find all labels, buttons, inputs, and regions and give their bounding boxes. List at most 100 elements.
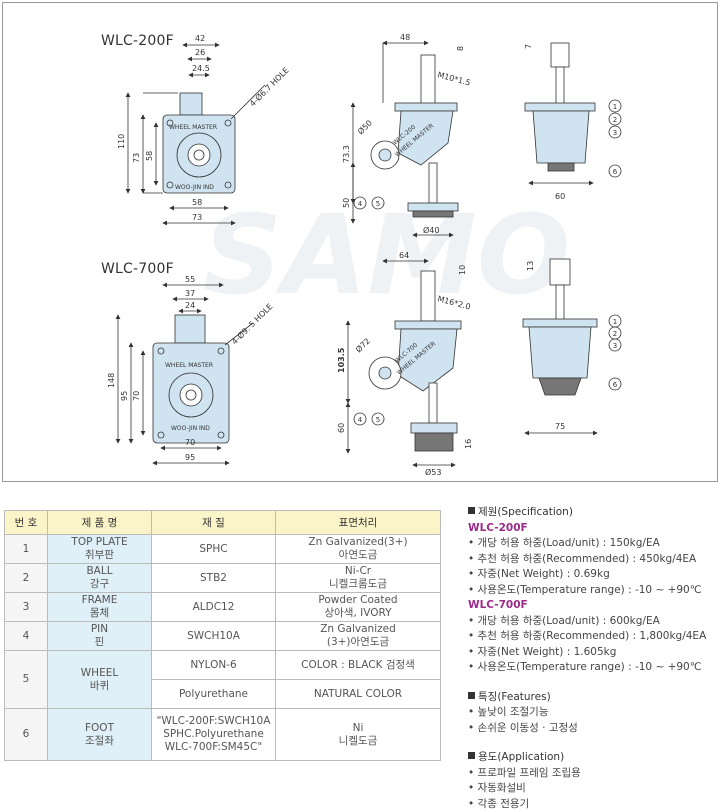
cell-no: 4 <box>5 622 48 651</box>
dim-hole-200: 4-Ø6.7 HOLE <box>247 65 290 108</box>
spec-panel: 제원(Specification) WLC-200F 개당 허용 하중(Load… <box>468 505 718 812</box>
callout-5: 5 <box>376 200 380 208</box>
dim-7: 7 <box>524 44 533 49</box>
list-item: 손쉬운 이동성 · 고정성 <box>468 721 718 737</box>
cell-material: NYLON-6 <box>152 651 276 680</box>
watermark: SAMO <box>203 191 570 319</box>
dim-148: 148 <box>107 373 116 388</box>
dim-50: 50 <box>342 198 351 208</box>
dim-40-dia: Ø40 <box>423 225 439 235</box>
callout-4b: 4 <box>358 416 363 424</box>
callout-6: 6 <box>613 168 618 176</box>
dim-24: 24 <box>185 301 195 310</box>
cell-no: 3 <box>5 593 48 622</box>
callout-4: 4 <box>358 200 363 208</box>
cell-material: Polyurethane <box>152 680 276 709</box>
dim-103-5: 103.5 <box>337 347 346 373</box>
label-wheel-master-700: WHEEL MASTER <box>165 362 213 369</box>
label-woojin-200: WOO-JIN IND <box>175 184 214 191</box>
list-item: 프로파일 프레임 조립용 <box>468 766 718 782</box>
dim-37: 37 <box>185 289 195 298</box>
cell-material: SWCH10A <box>152 622 276 651</box>
list-item: 사용온도(Temperature range) : -10 ~ +90℃ <box>468 583 718 599</box>
dim-60: 60 <box>555 192 565 201</box>
cell-no: 2 <box>5 564 48 593</box>
list-item: 자동화설비 <box>468 781 718 797</box>
list-item: 높낮이 조절기능 <box>468 705 718 721</box>
list-item: 개당 허용 하중(Load/unit) : 150kg/EA <box>468 536 718 552</box>
dim-55: 55 <box>185 275 195 284</box>
technical-drawing: WLC-200F WLC-700F SAMO <box>2 2 718 482</box>
cell-material: SPHC <box>152 535 276 564</box>
header-name: 제 품 명 <box>48 511 152 535</box>
dim-95-v: 95 <box>120 391 129 401</box>
dim-73-v: 73 <box>132 153 141 163</box>
dim-75: 75 <box>555 422 565 431</box>
cell-finish: Zn Galvanized(3+)아연도금 <box>276 535 441 564</box>
dim-48: 48 <box>400 33 410 42</box>
spec-model-1: WLC-200F <box>468 521 718 537</box>
dim-50-dia: Ø50 <box>355 118 374 137</box>
dim-73-3: 73.3 <box>342 145 351 163</box>
cell-finish: COLOR : BLACK 검정색 <box>276 651 441 680</box>
callout-3: 3 <box>613 129 617 137</box>
dim-8: 8 <box>456 46 465 51</box>
dim-13: 13 <box>526 261 535 271</box>
callout-2b: 2 <box>613 330 617 338</box>
dim-73-h: 73 <box>192 213 202 222</box>
dim-16: 16 <box>464 439 473 449</box>
dim-53-dia: Ø53 <box>425 467 441 477</box>
list-item: 추천 허용 하중(Recommended) : 450kg/4EA <box>468 552 718 568</box>
dim-58-v: 58 <box>145 151 154 161</box>
list-item: 추천 허용 하중(Recommended) : 1,800kg/4EA <box>468 629 718 645</box>
spec-model-2: WLC-700F <box>468 598 718 614</box>
dim-110: 110 <box>117 134 126 149</box>
cell-material: STB2 <box>152 564 276 593</box>
cell-no: 1 <box>5 535 48 564</box>
callout-5b: 5 <box>376 416 380 424</box>
callout-6b: 6 <box>613 381 618 389</box>
list-item: 사용온도(Temperature range) : -10 ~ +90℃ <box>468 660 718 676</box>
spec-title: 제원(Specification) <box>468 505 718 521</box>
cell-no: 5 <box>5 651 48 709</box>
callout-1: 1 <box>613 103 617 111</box>
dim-70-h: 70 <box>185 438 195 447</box>
cell-material: ALDC12 <box>152 593 276 622</box>
list-item: 자중(Net Weight) : 1.605kg <box>468 645 718 661</box>
dim-42: 42 <box>195 34 205 43</box>
header-material: 재 질 <box>152 511 276 535</box>
cell-finish: Zn Galvanized(3+)아연도금 <box>276 622 441 651</box>
features-title: 특징(Features) <box>468 690 718 706</box>
drawing-svg: SAMO <box>3 3 718 482</box>
dim-thread-200: M10*1.5 <box>436 70 471 87</box>
cell-no: 6 <box>5 709 48 761</box>
callout-3b: 3 <box>613 342 617 350</box>
dim-10: 10 <box>458 265 467 275</box>
dim-64: 64 <box>399 251 409 260</box>
dim-60-v: 60 <box>337 423 346 433</box>
dim-58-h: 58 <box>192 198 202 207</box>
callout-2: 2 <box>613 116 617 124</box>
header-no: 번 호 <box>5 511 48 535</box>
label-wheel-master-200: WHEEL MASTER <box>169 124 217 131</box>
application-title: 용도(Application) <box>468 750 718 766</box>
list-item: 자중(Net Weight) : 0.69kg <box>468 567 718 583</box>
dim-26: 26 <box>195 48 205 57</box>
list-item: 개당 허용 하중(Load/unit) : 600kg/EA <box>468 614 718 630</box>
